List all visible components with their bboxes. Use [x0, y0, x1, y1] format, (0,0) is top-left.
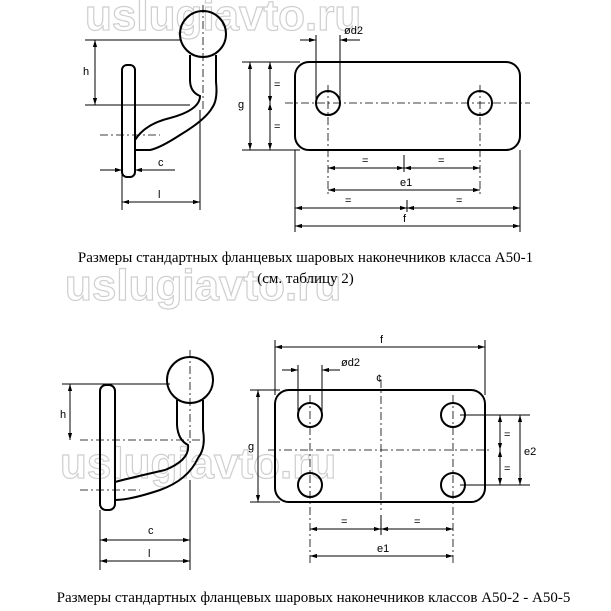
label-e1: e1	[400, 177, 412, 189]
bottom-dimension-h: h	[60, 383, 170, 440]
label-l: l	[158, 189, 160, 201]
label-eq: =	[274, 121, 280, 133]
label-eq: =	[362, 155, 368, 167]
watermark-middle: uslugiavto.ru	[65, 261, 341, 310]
label-eq: =	[341, 516, 347, 528]
label-eq: =	[345, 195, 351, 207]
top-dimension-g: g = =	[238, 61, 300, 151]
label-g: g	[248, 441, 254, 453]
top-dimension-h: h	[83, 39, 190, 106]
top-dimension-f: = = f	[294, 150, 521, 232]
top-dimension-e1: = = e1	[328, 155, 480, 193]
bottom-dimension-f: f	[274, 334, 486, 395]
label-c: c	[148, 525, 154, 537]
bottom-hook-side-view	[80, 350, 214, 511]
label-h: h	[60, 409, 66, 421]
top-plate	[285, 61, 530, 195]
top-dimension-l: l	[122, 110, 201, 210]
bottom-dimension-e1: = = e1	[310, 515, 453, 559]
label-centerline: ¢	[376, 373, 382, 385]
label-h: h	[83, 66, 89, 78]
top-caption-reference: (см. таблицу 2)	[257, 271, 354, 287]
label-eq: =	[414, 516, 420, 528]
label-eq: =	[504, 463, 510, 475]
label-eq: =	[504, 429, 510, 441]
top-hook-side-view	[100, 5, 227, 178]
label-d2: ød2	[341, 357, 360, 369]
watermark-bottom: uslugiavto.ru	[60, 439, 336, 488]
label-e1: e1	[377, 543, 389, 555]
watermark-top: uslugiavto.ru	[85, 0, 361, 40]
bottom-caption: Размеры стандартных фланцевых шаровых на…	[56, 590, 571, 606]
top-dimension-d2: ød2	[300, 25, 363, 100]
bottom-dimension-d2: ød2	[282, 357, 360, 412]
label-eq: =	[274, 79, 280, 91]
bottom-dimension-e2: = = e2	[460, 414, 536, 486]
label-l: l	[148, 548, 150, 560]
label-d2: ød2	[344, 25, 363, 37]
top-caption: Размеры стандартных фланцевых шаровых на…	[77, 250, 534, 266]
label-e2: e2	[524, 446, 536, 458]
label-g: g	[238, 99, 244, 111]
bottom-dimension-c-l: c l	[99, 480, 191, 570]
bottom-dimension-g: g	[248, 389, 280, 503]
label-f: f	[380, 334, 384, 346]
label-c: c	[158, 157, 164, 169]
label-eq: =	[456, 195, 462, 207]
label-f: f	[403, 213, 407, 225]
label-eq: =	[438, 155, 444, 167]
